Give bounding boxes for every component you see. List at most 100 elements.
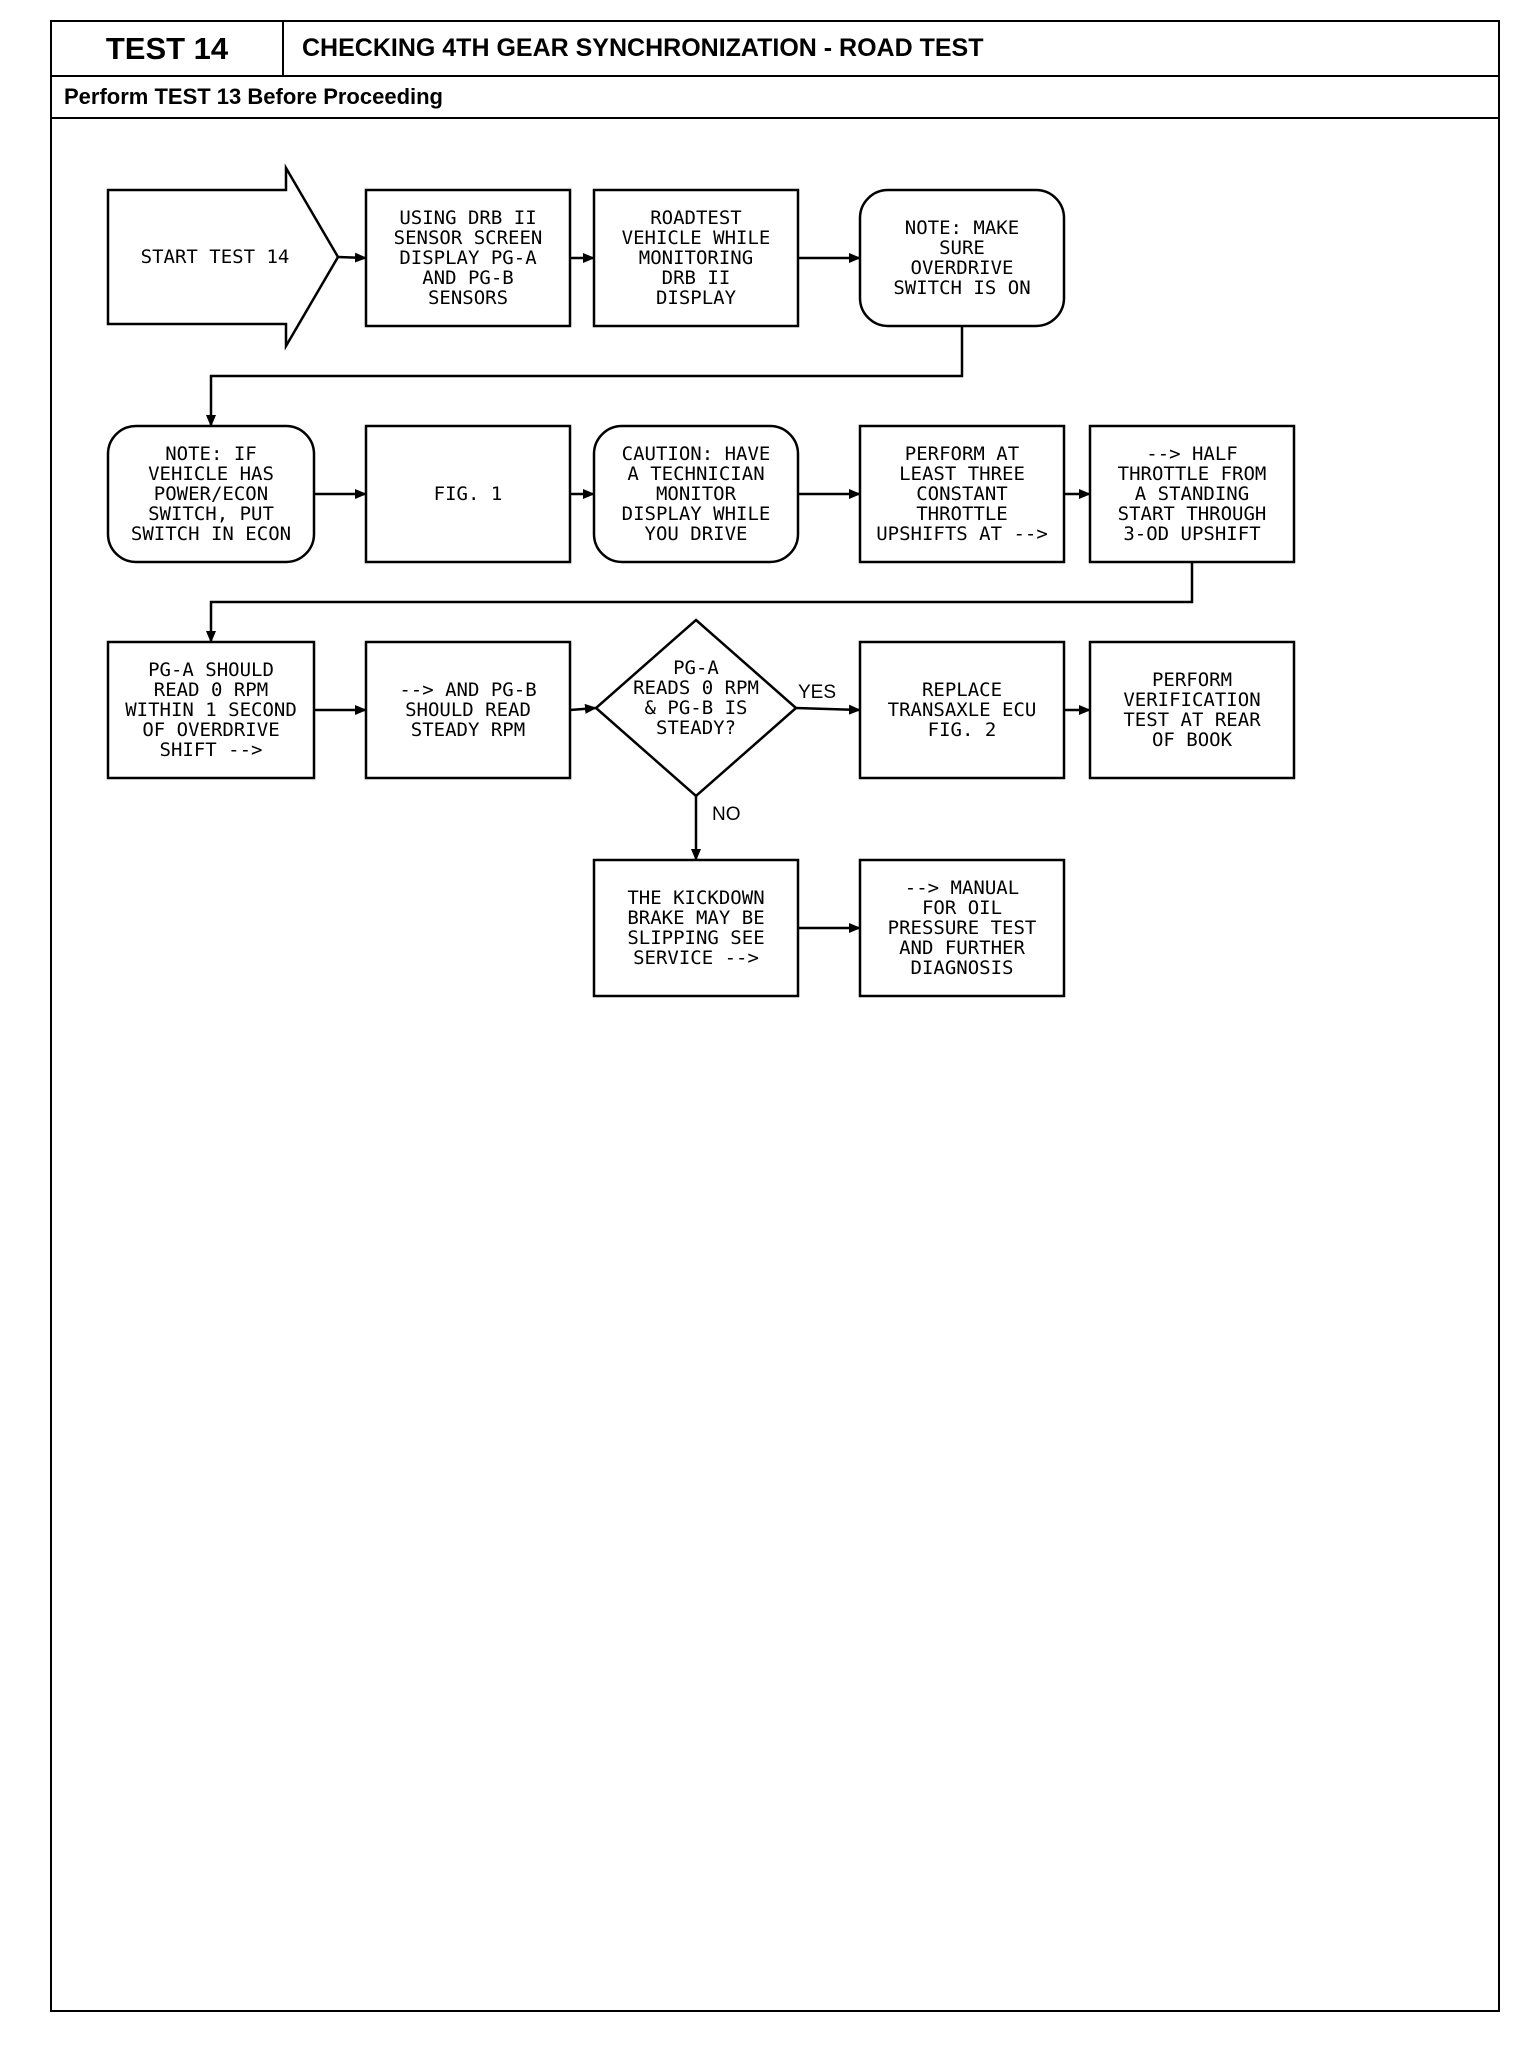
flow-node-text: NOTE: IF	[165, 443, 257, 465]
flow-edge-d1-n13: NO	[691, 796, 741, 861]
flow-edge-line	[206, 326, 964, 427]
flow-node-text: SWITCH IN ECON	[131, 523, 291, 545]
flow-node-text: --> AND PG-B	[399, 679, 536, 701]
flow-node-shape	[858, 424, 1066, 564]
flow-node-shape	[1088, 424, 1296, 564]
flow-node-shape	[106, 424, 316, 564]
flow-edge-start-n1	[337, 252, 367, 263]
flow-edge-n3-n4	[206, 326, 964, 427]
flow-node-text: START THROUGH	[1118, 503, 1267, 525]
flow-node-text: AND FURTHER	[899, 937, 1025, 959]
flow-node-text: A STANDING	[1135, 483, 1249, 505]
flow-node-shape	[1088, 640, 1296, 780]
flow-node-shape	[858, 640, 1066, 780]
flow-node-text: DISPLAY PG-A	[399, 247, 537, 269]
flow-node-text: CONSTANT	[916, 483, 1008, 505]
flow-node-text: DISPLAY	[656, 287, 737, 309]
flow-node-text: 3-OD UPSHIFT	[1123, 523, 1260, 545]
flow-node-text: OVERDRIVE	[911, 257, 1014, 279]
flow-node-text: DISPLAY WHILE	[622, 503, 771, 525]
edges-layer: YES NO	[206, 252, 1194, 933]
flow-node-text: PERFORM AT	[905, 443, 1019, 465]
flow-edge-label: YES	[798, 682, 836, 703]
flow-node-text: DIAGNOSIS	[911, 957, 1014, 979]
flow-node-text: PRESSURE TEST	[888, 917, 1037, 939]
flow-node-text: WITHIN 1 SECOND	[125, 699, 297, 721]
flow-node-shape	[106, 163, 340, 351]
flow-node-text: PG-A SHOULD	[148, 659, 274, 681]
flow-edge-n8-n9	[206, 562, 1194, 643]
flow-node-text: READS 0 RPM	[633, 677, 759, 699]
flow-node-text: NOTE: MAKE	[905, 217, 1019, 239]
flow-node-n5: FIG. 1	[364, 424, 572, 564]
flow-node-text: SLIPPING SEE	[627, 927, 764, 949]
flow-node-shape	[858, 188, 1066, 328]
test-title: CHECKING 4TH GEAR SYNCHRONIZATION - ROAD…	[302, 34, 984, 62]
flow-edge-d1-n11: YES	[795, 682, 861, 715]
flow-node-text: CAUTION: HAVE	[622, 443, 771, 465]
flow-node-text: SWITCH IS ON	[893, 277, 1030, 299]
flow-node-text: --> HALF	[1146, 443, 1238, 465]
flow-node-text: DRB II	[662, 267, 731, 289]
flow-node-text: MONITORING	[639, 247, 753, 269]
flow-node-text: THROTTLE	[916, 503, 1008, 525]
flow-node-text: --> MANUAL	[905, 877, 1019, 899]
flow-edge-line	[569, 703, 597, 714]
flow-edge-n10-d1	[569, 703, 597, 714]
flow-node-shape	[364, 640, 572, 780]
flow-node-text: STEADY RPM	[411, 719, 525, 741]
flow-node-text: PG-A	[673, 657, 719, 679]
flow-node-text: MONITOR	[656, 483, 737, 505]
flow-node-text: ROADTEST	[650, 207, 742, 229]
flow-node-text: SENSORS	[428, 287, 508, 309]
flow-node-text: SURE	[939, 237, 985, 259]
flow-node-text: VEHICLE HAS	[148, 463, 274, 485]
flow-node-shape	[364, 188, 572, 328]
flow-node-text: VERIFICATION	[1123, 689, 1260, 711]
flow-node-text: LEAST THREE	[899, 463, 1025, 485]
flow-node-text: & PG-B IS	[645, 697, 748, 719]
flow-node-text: POWER/ECON	[154, 483, 268, 505]
flow-node-shape	[592, 424, 800, 564]
flow-node-text: SERVICE -->	[633, 947, 759, 969]
flow-node-text: TRANSAXLE ECU	[888, 699, 1037, 721]
flow-edge-label: NO	[712, 804, 741, 825]
flow-node-text: YOU DRIVE	[645, 523, 748, 545]
flow-node-text: FIG. 1	[434, 483, 503, 505]
flow-node-text: OF BOOK	[1152, 729, 1233, 751]
flow-node-text: REPLACE	[922, 679, 1002, 701]
prerequisite-note: Perform TEST 13 Before Proceeding	[52, 77, 1498, 119]
page-frame: TEST 14 CHECKING 4TH GEAR SYNCHRONIZATIO…	[50, 20, 1500, 2012]
flow-node-text: THROTTLE FROM	[1118, 463, 1267, 485]
flow-node-text: FIG. 2	[928, 719, 997, 741]
flow-node-text: UPSHIFTS AT -->	[876, 523, 1048, 545]
flow-edge-line	[337, 252, 367, 263]
flow-node-text: START TEST 14	[141, 246, 290, 268]
flow-node-start: START TEST 14	[106, 163, 340, 351]
flow-node-shape	[592, 188, 800, 328]
flow-node-text: BRAKE MAY BE	[627, 907, 764, 929]
flow-node-text: AND PG-B	[422, 267, 514, 289]
flow-node-shape	[858, 858, 1066, 998]
flow-node-text: USING DRB II	[399, 207, 536, 229]
header-row: TEST 14 CHECKING 4TH GEAR SYNCHRONIZATIO…	[52, 22, 1498, 77]
flow-node-text: READ 0 RPM	[154, 679, 268, 701]
test-id: TEST 14	[52, 22, 284, 75]
flow-node-text: VEHICLE WHILE	[622, 227, 771, 249]
flow-node-text: PERFORM	[1152, 669, 1232, 691]
